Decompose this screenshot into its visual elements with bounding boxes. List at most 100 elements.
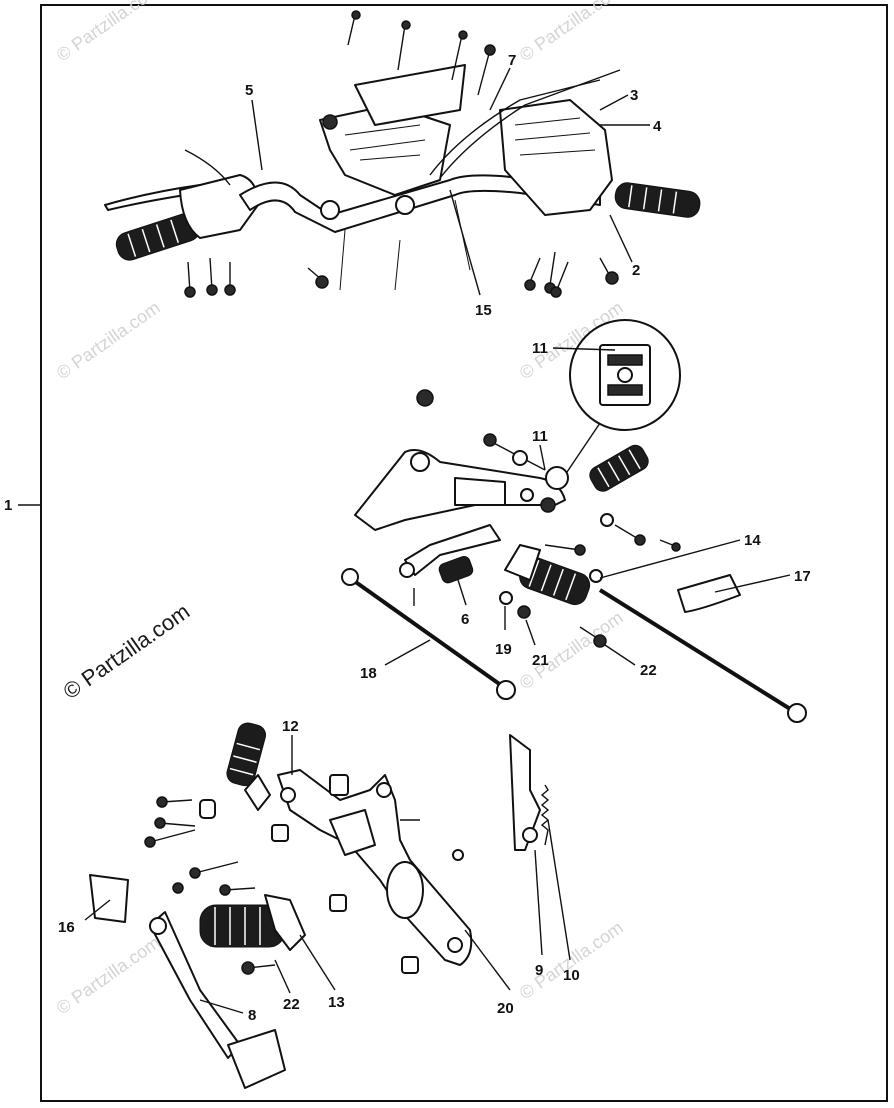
shift-rubber [438, 555, 474, 584]
callout-19: 19 [495, 641, 512, 658]
bracket-window [454, 477, 506, 506]
callout-1: 1 [4, 497, 12, 514]
leader-10 [547, 819, 571, 961]
inset-bracket [599, 344, 651, 406]
leader-20 [464, 929, 511, 991]
callout-13: 13 [328, 994, 345, 1011]
watermark-small: © Partzilla.com [516, 607, 627, 693]
brake-assembly [89, 722, 550, 1089]
leader-16 [84, 899, 111, 921]
watermark-small: © Partzilla.com [516, 0, 627, 65]
footpeg-holder [244, 774, 271, 811]
footrest-assembly [341, 319, 807, 723]
callout-8: 8 [248, 1007, 256, 1024]
leader-3 [599, 94, 629, 111]
left-switch-housing [179, 174, 259, 239]
callout-4: 4 [653, 118, 662, 135]
callout-18: 18 [360, 665, 377, 682]
watermark-main: © Partzilla.com [59, 599, 195, 705]
callout-14: 14 [744, 532, 761, 549]
front-footpeg-lower [199, 894, 306, 951]
callout-10: 10 [563, 967, 580, 984]
throttle-cable-2 [439, 69, 621, 179]
clamp-bolt [322, 114, 338, 130]
leader-13 [299, 934, 336, 991]
right-switch-housing [499, 99, 613, 216]
callout-16: 16 [58, 919, 75, 936]
bracket-hole [410, 452, 430, 472]
pedal-rubber-16 [89, 874, 129, 923]
rear-footpeg-left [226, 722, 267, 787]
callout-9: 9 [535, 962, 543, 979]
bracket-hole [520, 488, 534, 502]
footrest-rod [598, 588, 797, 714]
callout-21: 21 [532, 652, 549, 669]
cover-17 [677, 574, 741, 613]
leader-17 [714, 574, 791, 593]
footrest-rod-18 [348, 576, 507, 690]
shift-lever [404, 524, 501, 576]
leader-21 [525, 619, 536, 646]
spring-anchor [522, 827, 538, 843]
watermark-small: © Partzilla.com [516, 917, 627, 1003]
left-footrest-bracket [277, 769, 473, 966]
detail-leader [564, 422, 601, 476]
clamp-nut [320, 200, 340, 220]
bracket-cutout [386, 861, 424, 919]
bracket-window [329, 809, 376, 856]
leader-8 [199, 999, 244, 1014]
cover-plate [354, 64, 466, 126]
spring-washer [545, 466, 569, 490]
callout-11a: 11 [532, 340, 548, 357]
right-grip [614, 182, 701, 218]
leader-11a [552, 347, 616, 351]
housing-detail [344, 124, 426, 161]
leader-11b [539, 444, 546, 471]
leader-18 [384, 639, 431, 666]
frame-section [509, 734, 541, 851]
screws-bottom [184, 251, 619, 298]
switch-detail [514, 117, 596, 156]
collar [540, 497, 556, 513]
leader-22a [604, 644, 636, 666]
leader-14 [599, 539, 741, 579]
callout-7: 7 [508, 52, 516, 69]
brake-pedal-pad [227, 1029, 286, 1089]
callout-11b: 11 [532, 428, 548, 445]
collar [329, 774, 349, 796]
watermark-small: © Partzilla.com [53, 297, 164, 383]
callout-5: 5 [245, 82, 253, 99]
callout-22b: 22 [283, 996, 300, 1013]
washer [600, 513, 614, 527]
callout-22a: 22 [640, 662, 657, 679]
rear-footpeg [589, 444, 649, 492]
leader-9 [534, 849, 543, 956]
callout-12: 12 [282, 718, 299, 735]
clamp-nut [395, 195, 415, 215]
leader-7 [489, 67, 511, 111]
callout-17: 17 [794, 568, 811, 585]
leader-22b [274, 959, 291, 994]
nut-19 [499, 591, 513, 605]
leader-2 [609, 214, 633, 263]
handlebar-assembly [104, 10, 701, 298]
washer [589, 569, 603, 583]
diagram-frame [40, 4, 888, 1102]
nut-21 [517, 605, 531, 619]
watermark-small: © Partzilla.com [53, 932, 164, 1018]
leader-15 [449, 189, 481, 296]
callout-15: 15 [475, 302, 492, 319]
screws-top [347, 10, 496, 96]
return-spring-10 [540, 784, 550, 846]
callout-6: 6 [461, 611, 469, 628]
leader-6 [457, 579, 467, 606]
throttle-cable [429, 79, 601, 176]
bolts-left [144, 796, 419, 974]
nut [416, 389, 434, 407]
bolt [544, 544, 581, 551]
footpeg-bracket [504, 544, 541, 581]
callout-20: 20 [497, 1000, 514, 1017]
left-grip [115, 212, 201, 261]
